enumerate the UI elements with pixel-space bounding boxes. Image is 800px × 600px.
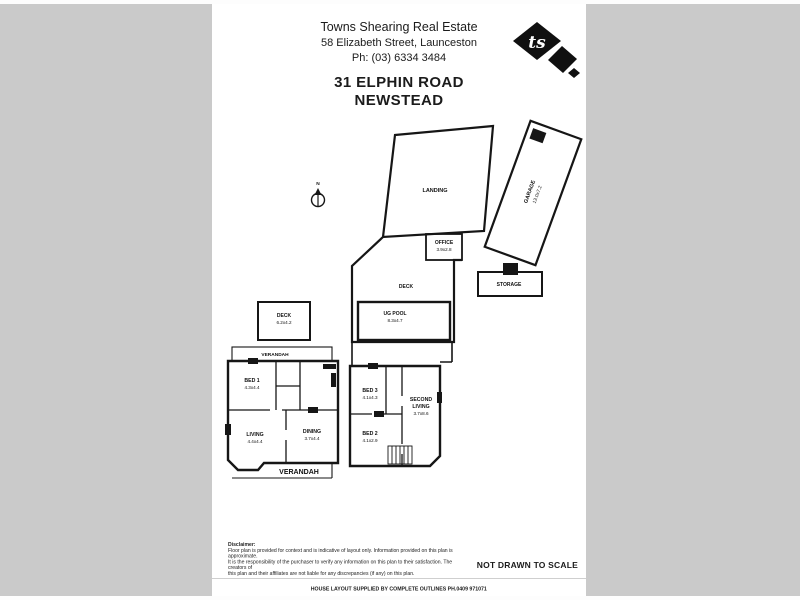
not-to-scale-note: NOT DRAWN TO SCALE (476, 560, 578, 570)
room-dims-living: 4.4x4.4 (247, 439, 263, 444)
disclaimer: Disclaimer: Floor plan is provided for c… (228, 542, 456, 576)
room-label-bed2: BED 2 (362, 431, 377, 437)
room-label-garage-group: GARAGE 13.0x7.2 (523, 179, 544, 204)
room-dims-bed1: 4.3x4.4 (244, 385, 260, 390)
plan-credit: HOUSE LAYOUT SUPPLIED BY COMPLETE OUTLIN… (310, 586, 488, 592)
agency-phone: Ph: (03) 6334 3484 (351, 52, 447, 64)
room-dims-dining: 3.7x4.4 (304, 436, 320, 441)
room-label-second-living-2: LIVING (412, 404, 429, 410)
logo-monogram: ts (528, 33, 546, 53)
header: Towns Shearing Real Estate 58 Elizabeth … (212, 20, 586, 110)
agency-logo: ts (513, 22, 580, 78)
property-title-line1: 31 ELPHIN ROAD (334, 74, 464, 91)
room-label-dining: DINING (303, 429, 321, 435)
disclaimer-title: Disclaimer: (228, 541, 256, 548)
scan-background: Towns Shearing Real Estate 58 Elizabeth … (0, 4, 800, 596)
room-label-office: OFFICE (435, 240, 454, 246)
room-dims-bed2: 4.1x2.9 (362, 438, 378, 443)
agency-address: 58 Elizabeth Street, Launceston (321, 37, 477, 49)
room-dims-second-living: 3.7x8.6 (413, 411, 429, 416)
room-label-second-living-1: SECOND (410, 397, 432, 403)
room-dims-bed3: 4.1x4.3 (362, 395, 378, 400)
room-label-storage: STORAGE (497, 282, 522, 288)
floor-plan: N LANDING GARAGE 13.0x7.2 OFFICE 3.9x2.8… (225, 119, 583, 479)
north-label: N (316, 181, 320, 187)
room-dims-office: 3.9x2.8 (436, 247, 452, 252)
agency-name: Towns Shearing Real Estate (320, 20, 478, 34)
room-label-deck-left: DECK (277, 313, 292, 319)
room-label-verandah-rear: VERANDAH (261, 352, 289, 358)
room-dims-ug-pool: 8.3x4.7 (387, 318, 403, 323)
room-label-landing: LANDING (422, 188, 447, 194)
room-label-deck-upper: DECK (399, 284, 414, 290)
room-label-living: LIVING (246, 432, 263, 438)
north-arrow: N (310, 181, 326, 208)
plan-credit-bar: HOUSE LAYOUT SUPPLIED BY COMPLETE OUTLIN… (212, 578, 586, 599)
room-label-verandah-front: VERANDAH (279, 469, 319, 476)
disclaimer-line-2: It is the responsibility of the purchase… (228, 558, 453, 571)
document-page: Towns Shearing Real Estate 58 Elizabeth … (212, 4, 586, 596)
disclaimer-line-3: this plan and their affiliates are not l… (228, 569, 415, 576)
floorplan-walls (225, 119, 583, 479)
property-title: 31 ELPHIN ROAD NEWSTEAD (212, 74, 586, 110)
room-label-bed3: BED 3 (362, 388, 377, 394)
disclaimer-line-1: Floor plan is provided for context and i… (228, 547, 453, 559)
property-title-line2: NEWSTEAD (354, 92, 444, 109)
room-label-ug-pool: UG POOL (383, 311, 406, 317)
room-dims-deck-left: 6.2x4.2 (276, 320, 292, 325)
room-label-bed1: BED 1 (244, 378, 259, 384)
logo-diamond-large (513, 22, 561, 60)
logo-diamond-tiny (568, 68, 580, 78)
logo-diamond-small (548, 46, 577, 73)
